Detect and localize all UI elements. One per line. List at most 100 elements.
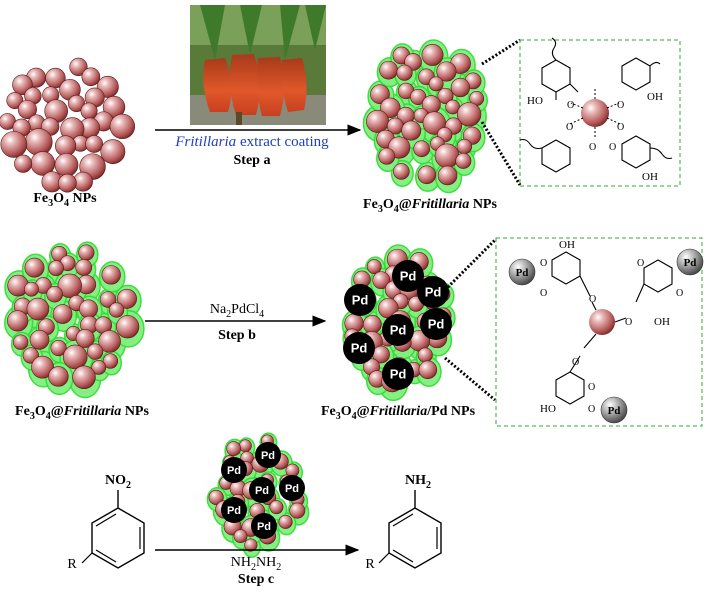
fe3o4-particle bbox=[86, 343, 104, 360]
pd-label: Pd bbox=[255, 485, 269, 497]
fe3o4-nps-label: Fe3O4 NPs bbox=[33, 191, 97, 209]
pd-label: Pd bbox=[227, 505, 241, 517]
fe3o4-particle bbox=[428, 76, 444, 92]
pd-nanoparticle bbox=[344, 284, 376, 316]
svg-text:Pd: Pd bbox=[684, 257, 697, 269]
fe3o4-particle bbox=[108, 302, 125, 318]
fe3o4-particle bbox=[7, 310, 29, 332]
pd-nanoparticle bbox=[343, 332, 375, 364]
pd-label: Pd bbox=[390, 323, 407, 338]
pd-nanoparticle bbox=[392, 260, 424, 292]
fe3o4-particle bbox=[418, 360, 438, 380]
svg-text:O: O bbox=[572, 357, 579, 368]
fritillaria-flower-photo bbox=[190, 5, 326, 125]
pd-label: Pd bbox=[428, 317, 445, 332]
pd-label: Pd bbox=[257, 521, 271, 533]
fe3o4-particle bbox=[46, 285, 63, 303]
svg-text:O: O bbox=[567, 100, 574, 111]
fe3o4-particle bbox=[455, 152, 472, 169]
pd-label: Pd bbox=[425, 285, 442, 300]
fe3o4-particle bbox=[366, 109, 390, 133]
svg-text:O: O bbox=[676, 288, 683, 299]
svg-text:OH: OH bbox=[559, 239, 575, 251]
fe3o4-particle bbox=[17, 99, 37, 120]
step-c-reagent: NH2NH2 bbox=[231, 555, 281, 573]
svg-text:Pd: Pd bbox=[516, 267, 529, 279]
zoom-line bbox=[444, 356, 496, 402]
amine-group-label: NH2 bbox=[405, 473, 431, 491]
nitroarene-structure bbox=[81, 490, 145, 569]
fe3o4-particle bbox=[380, 97, 401, 119]
pd-nanoparticle bbox=[279, 475, 305, 501]
fe3o4-particle bbox=[362, 315, 382, 334]
svg-text:O: O bbox=[609, 142, 616, 153]
step-b-label: Step b bbox=[218, 328, 256, 343]
fe3o4-particle bbox=[456, 138, 473, 155]
fe3o4-fritillaria-cluster-2 bbox=[4, 241, 145, 399]
fe3o4-particle bbox=[289, 502, 306, 519]
fe3o4-particle bbox=[450, 77, 471, 98]
fe3o4-particle bbox=[57, 173, 77, 193]
pd-nanoparticle bbox=[417, 276, 449, 308]
fe3o4-particle bbox=[48, 366, 69, 387]
fe3o4-particle bbox=[413, 140, 430, 158]
fe3o4-nanoparticle-cluster bbox=[0, 57, 136, 193]
fe3o4-particle bbox=[0, 131, 28, 158]
fe3o4-particle bbox=[72, 365, 96, 389]
fe3o4-particle bbox=[417, 347, 433, 363]
pd-label: Pd bbox=[390, 367, 407, 382]
fe3o4-particle bbox=[75, 259, 93, 276]
fe3o4-particle bbox=[109, 113, 136, 140]
inset-oh-label: OH bbox=[642, 171, 658, 183]
pd-nanoparticle bbox=[382, 314, 414, 346]
fe3o4-particle bbox=[100, 139, 126, 165]
zoom-line bbox=[480, 121, 522, 186]
fe3o4-particle bbox=[99, 291, 117, 308]
fe3o4-particle bbox=[226, 441, 242, 457]
coordination-inset-1: HO OH OH O O O O O O bbox=[519, 37, 681, 187]
fe3o4-particle bbox=[434, 143, 460, 169]
fe3o4-particle bbox=[396, 64, 413, 81]
fe3o4-particle bbox=[102, 353, 119, 369]
pd-nanoparticle bbox=[249, 477, 275, 503]
fe-center-sphere bbox=[581, 99, 609, 127]
fe3o4-particle bbox=[378, 147, 396, 165]
inset-ho-label: HO bbox=[527, 95, 543, 107]
pd-label: Pd bbox=[351, 341, 368, 356]
fe3o4-fritillaria-cluster bbox=[362, 39, 488, 194]
svg-text:O: O bbox=[589, 294, 596, 305]
fe3o4-particle bbox=[14, 154, 33, 173]
svg-text:O: O bbox=[617, 122, 624, 133]
pd-nanoparticle bbox=[420, 308, 452, 340]
step-a-reagent: Fritillaria extract coating bbox=[174, 134, 329, 150]
fe3o4-particle bbox=[269, 500, 284, 515]
fe3o4-fritillaria-label-1: Fe3O4@Fritillaria NPs bbox=[363, 197, 497, 215]
fe3o4-particle bbox=[401, 120, 422, 141]
fe3o4-particle bbox=[24, 281, 39, 297]
svg-text:O: O bbox=[617, 100, 624, 111]
fe3o4-particle bbox=[366, 259, 382, 274]
fe3o4-particle bbox=[52, 304, 73, 324]
fe3o4-particle bbox=[437, 87, 454, 104]
svg-text:O: O bbox=[588, 382, 595, 393]
aniline-structure bbox=[378, 490, 442, 569]
fe3o4-particle bbox=[372, 271, 391, 290]
fe3o4-particle bbox=[26, 297, 50, 321]
fe3o4-particle bbox=[6, 92, 24, 109]
fe3o4-particle bbox=[393, 163, 410, 180]
fe3o4-particle bbox=[239, 439, 252, 453]
fe3o4-particle bbox=[244, 538, 258, 552]
svg-text:O: O bbox=[540, 288, 547, 299]
step-c-label: Step c bbox=[238, 572, 274, 587]
pd-label: Pd bbox=[227, 465, 241, 477]
fe3o4-particle bbox=[379, 60, 398, 80]
svg-text:Pd: Pd bbox=[608, 405, 621, 417]
fe3o4-particle bbox=[233, 529, 248, 544]
fe3o4-particle bbox=[31, 355, 54, 379]
pd-nanoparticle bbox=[221, 497, 247, 523]
fe3o4-particle bbox=[75, 329, 95, 348]
fe3o4-particle bbox=[67, 94, 86, 113]
fe3o4-particle bbox=[78, 244, 95, 261]
